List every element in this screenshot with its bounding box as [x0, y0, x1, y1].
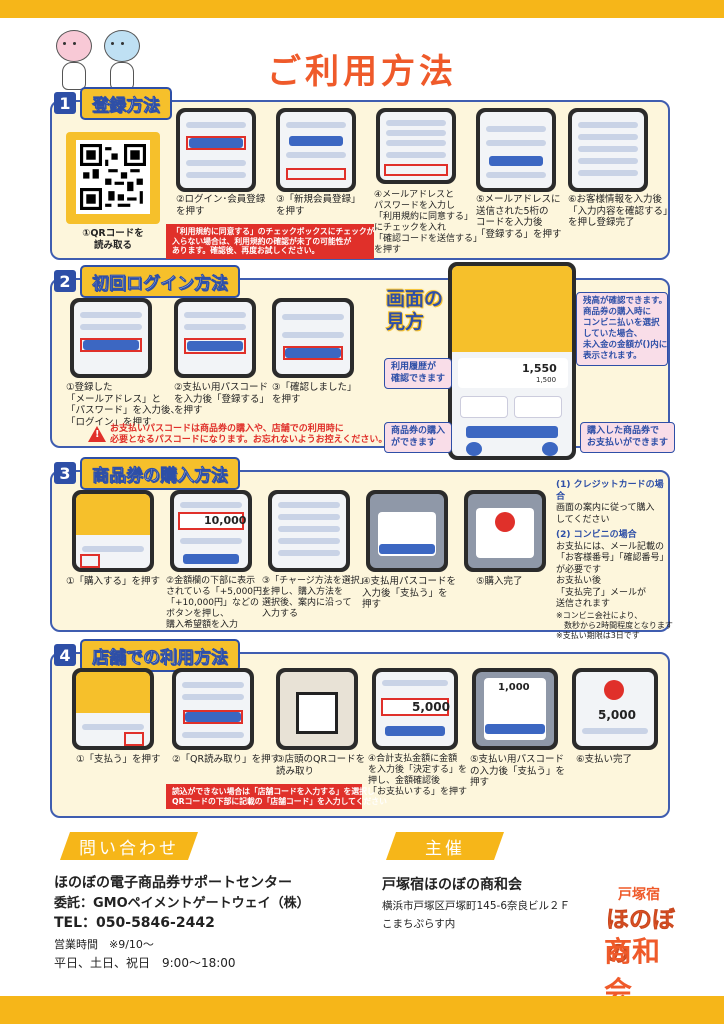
store-step6-phone: 5,000	[572, 668, 658, 750]
conv-extra1: ※コンビニ会社により、 数秒から2時間程度となります	[556, 610, 673, 630]
store-step5-caption: ⑤支払い用パスコード の入力後「支払う」を 押す	[470, 754, 566, 789]
host-heading: 主催	[386, 832, 504, 860]
buy-step3-phone	[268, 490, 350, 572]
hours-label: 営業時間 ※9/10〜	[54, 938, 154, 951]
credit-title: (1) クレジットカードの場合	[556, 480, 664, 502]
section-number: 3	[54, 462, 76, 484]
store-amount-2: 1,000	[498, 682, 530, 693]
login-step3-caption: ③「確認しました」 を押す	[272, 382, 357, 405]
history-callout: 利用履歴が 確認できます	[384, 358, 453, 390]
mascot-illustration	[52, 26, 148, 96]
pay-icon[interactable]	[542, 442, 558, 456]
login-step2-caption: ②支払い用パスコード を入力後「登録する」 を押す	[174, 382, 270, 417]
store-step2-caption: ②「QR読み取り」を押す	[172, 754, 281, 765]
buy-step1-caption: ①「購入する」を押す	[66, 576, 161, 587]
conv-body2: お支払い後 「支払完了」メールが 送信されます	[556, 576, 647, 610]
host-address: 横浜市戸塚区戸塚町145-6奈良ビル２Ｆ	[382, 900, 571, 912]
store-step1-caption: ①「支払う」を押す	[76, 754, 161, 765]
top-accent-bar	[0, 0, 724, 18]
section-title: 店舗での利用方法	[80, 638, 240, 672]
section-title: 初回ログイン方法	[80, 264, 240, 298]
qr-caption: ①QRコードを 読み取る	[82, 228, 144, 251]
buy-step4-phone	[366, 490, 448, 572]
reg-step4-caption: ④メールアドレスと パスワードを入力し 「利用規約に同意する」 にチェックを入れ…	[374, 190, 483, 255]
buy-amount: 10,000	[204, 514, 247, 527]
buy-step1-phone	[72, 490, 154, 572]
reg-step4-phone	[376, 108, 456, 184]
passcode-warning: お支払いパスコードは商品券の購入や、店舗での利用時に 必要となるパスコードになり…	[110, 424, 388, 446]
home-screen-phone: 1,550 1,500	[448, 262, 576, 460]
buy-step5-phone	[464, 490, 546, 572]
page-title: ご利用方法	[267, 52, 457, 92]
store-step4-caption: ④合計支払金額に金額 を入力後「決定する」を 押し、金額確認後 「お支払いする」…	[368, 754, 468, 797]
buy-step4-caption: ④支払用パスコードを 入力後「支払う」を 押す	[362, 576, 457, 611]
mascot-pink	[52, 26, 96, 94]
store-step2-phone	[172, 668, 254, 750]
login-step2-phone	[174, 298, 256, 378]
reg-step3-caption: ③「新規会員登録」 を押す	[276, 194, 361, 217]
reg-step3-phone	[276, 108, 356, 192]
home-balance: 1,550	[522, 362, 557, 375]
section-number: 1	[54, 92, 76, 114]
screen-view-label: 画面の 見方	[386, 288, 444, 333]
registration-qr-code[interactable]	[66, 132, 160, 224]
conv-title: (2) コンビニの場合	[556, 530, 637, 541]
consign-company: 委託：GMOペイメントゲートウェイ（株）	[54, 896, 310, 911]
login-step3-phone	[272, 298, 354, 378]
warning-icon: !	[88, 426, 106, 442]
home-balance-sub: 1,500	[536, 376, 557, 384]
bottom-accent-bar	[0, 996, 724, 1024]
store-step3-phone	[276, 668, 358, 750]
balance-callout: 残高が確認できます。 商品券の購入時に コンビニ払いを選択 していた場合、 未入…	[576, 292, 668, 367]
host-address2: こまちぷらす内	[382, 918, 456, 930]
buy-step5-caption: ⑤購入完了	[476, 576, 523, 587]
store-step1-phone	[72, 668, 154, 750]
section-number: 4	[54, 644, 76, 666]
credit-body: 画面の案内に従って購入 してください	[556, 503, 655, 525]
reg-step2-caption: ②ログイン･会員登録 を押す	[176, 194, 266, 217]
buy-step2-caption: ②金額欄の下部に表示 されている「+5,000円」 「+10,000円」などの …	[166, 576, 272, 630]
support-tel[interactable]: TEL：050-5846-2442	[54, 915, 215, 931]
store-amount-1: 5,000	[412, 700, 450, 714]
pay-callout: 購入した商品券で お支払いができます	[580, 422, 676, 454]
buy-icon[interactable]	[466, 442, 482, 456]
store-step6-caption: ⑥支払い完了	[576, 754, 633, 765]
buy-step2-phone: 10,000	[170, 490, 252, 572]
login-step1-phone	[70, 298, 152, 378]
contact-heading: 問い合わせ	[60, 832, 198, 860]
login-step1-caption: ①登録した 「メールアドレス」と 「パスワード」を入力後、 「ログイン」を押す	[66, 382, 181, 428]
checkbox-note: 「利用規約に同意する」のチェックボックスにチェックが 入らない場合は、利用規約の…	[166, 224, 374, 260]
payment-notes: (1) クレジットカードの場合 画面の案内に従って購入 してください (2) コ…	[556, 480, 673, 641]
store-amount-3: 5,000	[598, 708, 636, 722]
store-step4-phone: 5,000	[372, 668, 458, 750]
reg-step2-phone	[176, 108, 256, 192]
buy-callout: 商品券の購入 ができます	[384, 422, 453, 454]
conv-body1: お支払には、メール記載の 「お客様番号」「確認番号」 が必要です	[556, 541, 669, 575]
store-step5-phone: 1,000	[472, 668, 558, 750]
store-code-note: 読込ができない場合は「店舗コードを入力する」を選択し QRコードの下部に記載の「…	[166, 784, 387, 810]
section-title: 登録方法	[80, 86, 172, 120]
host-name: 戸塚宿ほのぼの商和会	[382, 877, 522, 893]
buy-step3-caption: ③「チャージ方法を選択」 を押し、購入方法を 選択後、案内に沿って 入力する	[262, 576, 369, 619]
section-title: 商品券の購入方法	[80, 456, 240, 490]
hours: 平日、土日、祝日 9:00〜18:00	[54, 956, 236, 970]
reg-step6-caption: ⑥お客様情報を入力後 「入力内容を確認する」 を押し登録完了	[568, 194, 673, 229]
shouwakai-logo: 戸塚宿 ほのぼの 商和会	[604, 887, 675, 1008]
mascot-blue	[100, 26, 144, 94]
support-center-name: ほのぼの電子商品券サポートセンター	[54, 875, 292, 891]
section-number: 2	[54, 270, 76, 292]
reg-step5-phone	[476, 108, 556, 192]
reg-step5-caption: ⑤メールアドレスに 送信された5桁の コードを入力後 「登録する」を押す	[476, 194, 562, 240]
store-step3-caption: ③店頭のQRコードを 読み取り	[276, 754, 366, 777]
qr-code-icon	[80, 144, 146, 210]
conv-extra2: ※支払い期限は3日です	[556, 631, 640, 641]
reg-step6-phone	[568, 108, 648, 192]
